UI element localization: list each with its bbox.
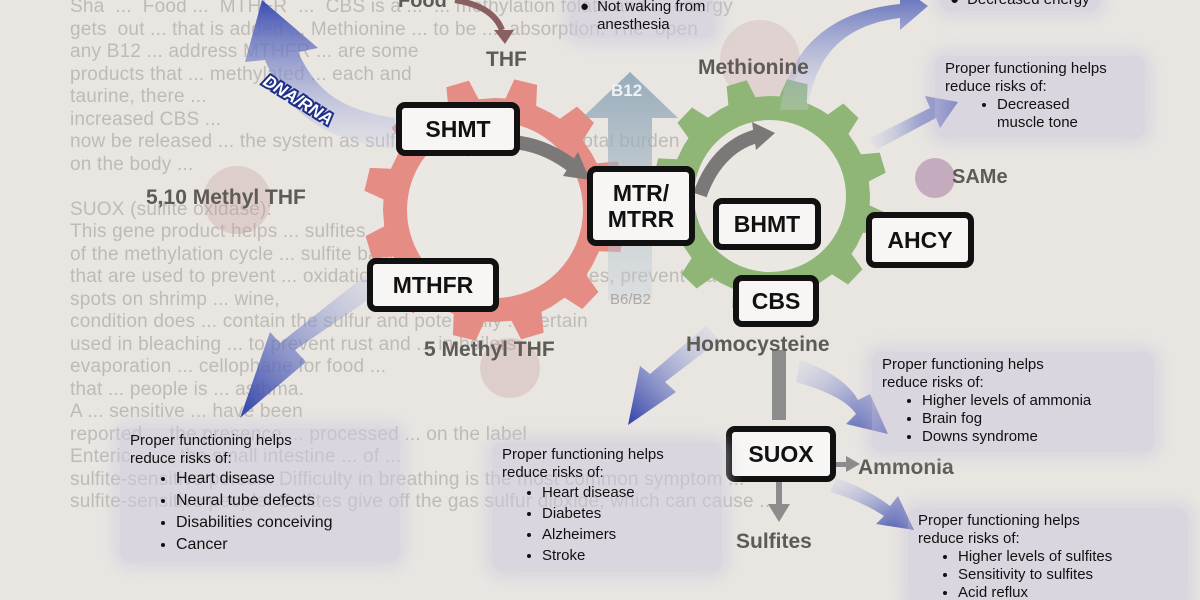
risk-item: Sensitivity to sulfites bbox=[958, 566, 1178, 584]
risk-item: Alzheimers bbox=[542, 524, 712, 545]
risk-item: Diabetes bbox=[542, 503, 712, 524]
food-arrow bbox=[454, 0, 505, 32]
homocysteine-label: Homocysteine bbox=[686, 333, 830, 356]
same-label: SAMe bbox=[952, 166, 1008, 188]
background-text-line: spots on shrimp ... wine, bbox=[70, 288, 280, 310]
background-text-line: SUOX (sulfite oxidase): bbox=[70, 198, 273, 220]
mthfr-risk-arrow bbox=[240, 270, 390, 418]
risk-heading: Proper functioning helps bbox=[502, 446, 664, 463]
risk-item: Stroke bbox=[542, 545, 712, 566]
gene-mtr-mtrr: MTR/ MTRR bbox=[587, 166, 695, 246]
risk-item: Disabilities conceiving bbox=[176, 512, 390, 534]
background-bubble bbox=[203, 166, 271, 234]
background-text-line: used in bleaching ... to prevent rust an… bbox=[70, 333, 517, 355]
sulfites-label: Sulfites bbox=[736, 530, 812, 553]
risk-item: Cancer bbox=[176, 534, 390, 556]
risk-item: Downs syndrome bbox=[922, 428, 1144, 446]
dna-rna-arrow bbox=[245, 0, 395, 150]
food-label: Food bbox=[398, 0, 447, 12]
thf-label: THF bbox=[486, 48, 527, 71]
risk-box-sulfites: Proper functioning helps reduce risks of… bbox=[908, 508, 1188, 600]
suox-to-ammonia-line bbox=[834, 462, 848, 467]
cycle-arrow-green-head bbox=[752, 122, 775, 150]
sulfites-risk-arrow bbox=[830, 478, 914, 530]
gene-mthfr: MTHFR bbox=[367, 258, 499, 312]
methyl-thf-510-label: 5,10 Methyl THF bbox=[146, 186, 306, 209]
risk-heading: Proper functioning helps bbox=[918, 512, 1080, 529]
cbs-risk-arrow bbox=[628, 326, 720, 425]
risk-item: Heart disease bbox=[176, 468, 390, 490]
b12-label: B12 bbox=[611, 81, 642, 100]
risk-heading: Proper functioning helps bbox=[882, 356, 1044, 373]
gene-suox: SUOX bbox=[726, 426, 836, 482]
cycle-arrow-green bbox=[693, 128, 764, 198]
risk-box-cbs: Proper functioning helps reduce risks of… bbox=[492, 442, 722, 572]
background-bubble bbox=[720, 20, 800, 100]
risk-item: Neural tube defects bbox=[176, 490, 390, 512]
energy-note: ●Decreased energy bbox=[940, 0, 1100, 11]
risk-item: Heart disease bbox=[542, 482, 712, 503]
sulfites-arrow-head bbox=[768, 504, 790, 522]
risk-box-ammonia: Proper functioning helps reduce risks of… bbox=[872, 352, 1154, 452]
ammonia-label: Ammonia bbox=[858, 456, 954, 479]
ammonia-arrow-head bbox=[846, 456, 860, 472]
food-arrow-head bbox=[494, 30, 514, 44]
risk-item: Brain fog bbox=[922, 410, 1144, 428]
b6-label: B6/B2 bbox=[610, 291, 651, 308]
risk-box-muscle: Proper functioning helps reduce risks of… bbox=[935, 56, 1145, 138]
suox-to-sulfites-line bbox=[776, 468, 782, 506]
anesthesia-line-2: anesthesia bbox=[597, 16, 670, 33]
risk-item: Higher levels of sulfites bbox=[958, 548, 1178, 566]
background-text-line: on the body ... bbox=[70, 153, 194, 175]
gear-hole bbox=[407, 122, 583, 298]
same-bubble bbox=[915, 158, 955, 198]
risk-heading: reduce risks of: bbox=[502, 464, 604, 481]
methionine-label: Methionine bbox=[698, 56, 809, 79]
energy-text: Decreased energy bbox=[967, 0, 1090, 8]
gene-shmt: SHMT bbox=[396, 102, 520, 156]
homocysteine-to-suox-line bbox=[772, 350, 786, 420]
risk-item: Acid reflux bbox=[958, 584, 1178, 600]
risk-heading: Proper functioning helps bbox=[130, 432, 292, 449]
background-text-line: A ... sensitive ... have been bbox=[70, 401, 303, 422]
methyl-thf-5-label: 5 Methyl THF bbox=[424, 338, 555, 361]
gene-bhmt: BHMT bbox=[713, 198, 821, 250]
risk-heading: reduce risks of: bbox=[918, 530, 1020, 547]
gene-ahcy: AHCY bbox=[866, 212, 974, 268]
risk-item: Higher levels of ammonia bbox=[922, 392, 1144, 410]
gene-cbs: CBS bbox=[733, 275, 819, 327]
energy-arrow bbox=[780, 0, 928, 110]
risk-heading: reduce risks of: bbox=[882, 374, 984, 391]
risk-item: Decreased muscle tone bbox=[997, 96, 1117, 132]
background-text-line: taurine, there ... bbox=[70, 86, 213, 107]
risk-heading: Proper functioning helps bbox=[945, 60, 1107, 77]
anesthesia-line-1: Not waking from bbox=[597, 0, 706, 15]
background-bubble bbox=[480, 338, 540, 398]
risk-heading: reduce risks of: bbox=[945, 78, 1047, 95]
background-text-line: increased CBS ... bbox=[70, 108, 222, 130]
risk-box-mthfr: Proper functioning helps reduce risks of… bbox=[120, 428, 400, 562]
cycle-arrow-red-head bbox=[563, 152, 590, 180]
risk-heading: reduce risks of: bbox=[130, 450, 232, 467]
ammonia-risk-arrow bbox=[796, 360, 888, 434]
